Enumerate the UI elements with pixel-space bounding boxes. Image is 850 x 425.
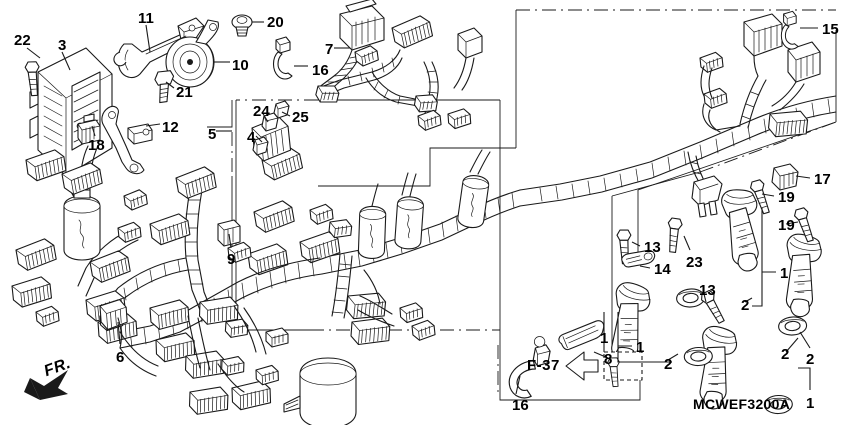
callout-2-c: 2	[781, 346, 790, 363]
part-14-clamp	[621, 249, 656, 268]
callout-19-b: 19	[778, 217, 795, 234]
part-12-stay	[101, 105, 153, 175]
callout-16-bottom: 16	[512, 397, 529, 414]
callout-20: 20	[267, 14, 284, 31]
part-2-seal-c	[683, 346, 714, 367]
callout-1-a: 1	[780, 265, 789, 282]
main-harness-center	[217, 100, 521, 425]
callout-8: 8	[604, 351, 613, 368]
part-16-clip-bottom	[508, 336, 551, 399]
part-relay-can-b	[393, 195, 425, 251]
part-7-sub-harness	[313, 0, 483, 132]
callout-6: 6	[116, 349, 125, 366]
callout-9: 9	[227, 251, 236, 268]
callout-12: 12	[162, 119, 179, 136]
f37-cross-reference-label: F-37	[527, 357, 560, 374]
part-6-connector	[99, 299, 128, 331]
callout-3: 3	[58, 37, 67, 54]
part-17-clip	[771, 163, 799, 191]
main-harness-left	[10, 145, 323, 416]
part-1-coil-a	[716, 188, 764, 273]
callout-2-a: 2	[741, 297, 750, 314]
part-relay-can-a	[456, 173, 491, 230]
fr-direction-arrow	[24, 370, 68, 400]
callout-14: 14	[654, 261, 671, 278]
callout-1-d: 1	[806, 395, 815, 412]
f37-reference-arrow	[565, 351, 599, 381]
callout-1-c: 1	[600, 330, 609, 347]
part-8-strip	[558, 320, 605, 351]
part-16-clip-top	[272, 36, 293, 80]
part-18-connector	[77, 113, 101, 145]
callout-2-b: 2	[664, 356, 673, 373]
callout-7: 7	[325, 41, 334, 58]
callout-21: 21	[176, 84, 193, 101]
part-large-can	[283, 357, 357, 425]
callout-23: 23	[686, 254, 703, 271]
part-20-bolt	[231, 14, 253, 37]
callout-1-b: 1	[636, 339, 645, 356]
part-10-horn	[165, 19, 220, 88]
callout-10: 10	[232, 57, 249, 74]
callout-15: 15	[822, 21, 839, 38]
callout-25: 25	[292, 109, 309, 126]
part-left-can	[63, 189, 101, 261]
diagram-part-code: MCWEF3200A	[693, 396, 791, 412]
callout-24: 24	[253, 103, 270, 120]
callout-18: 18	[88, 137, 105, 154]
part-21-bolt	[154, 70, 175, 104]
callout-13-b: 13	[699, 282, 716, 299]
part-1-coil-b	[768, 230, 830, 320]
callout-11: 11	[138, 10, 154, 27]
main-harness-right	[519, 13, 837, 218]
callout-2-d: 2	[806, 351, 815, 368]
part-25-clip	[273, 100, 290, 119]
callout-17: 17	[814, 171, 831, 188]
leader-lines	[26, 21, 818, 395]
callout-16-top: 16	[312, 62, 329, 79]
callout-19-a: 19	[778, 189, 795, 206]
part-4-clip	[252, 136, 269, 156]
callout-5: 5	[208, 126, 217, 143]
part-15-clip	[780, 10, 799, 50]
part-2-seal-b	[777, 315, 808, 337]
callout-4: 4	[247, 129, 256, 146]
callout-13-a: 13	[644, 239, 661, 256]
part-relay-can-c	[357, 205, 387, 260]
callout-22: 22	[14, 32, 31, 49]
part-9-cap	[217, 219, 241, 247]
